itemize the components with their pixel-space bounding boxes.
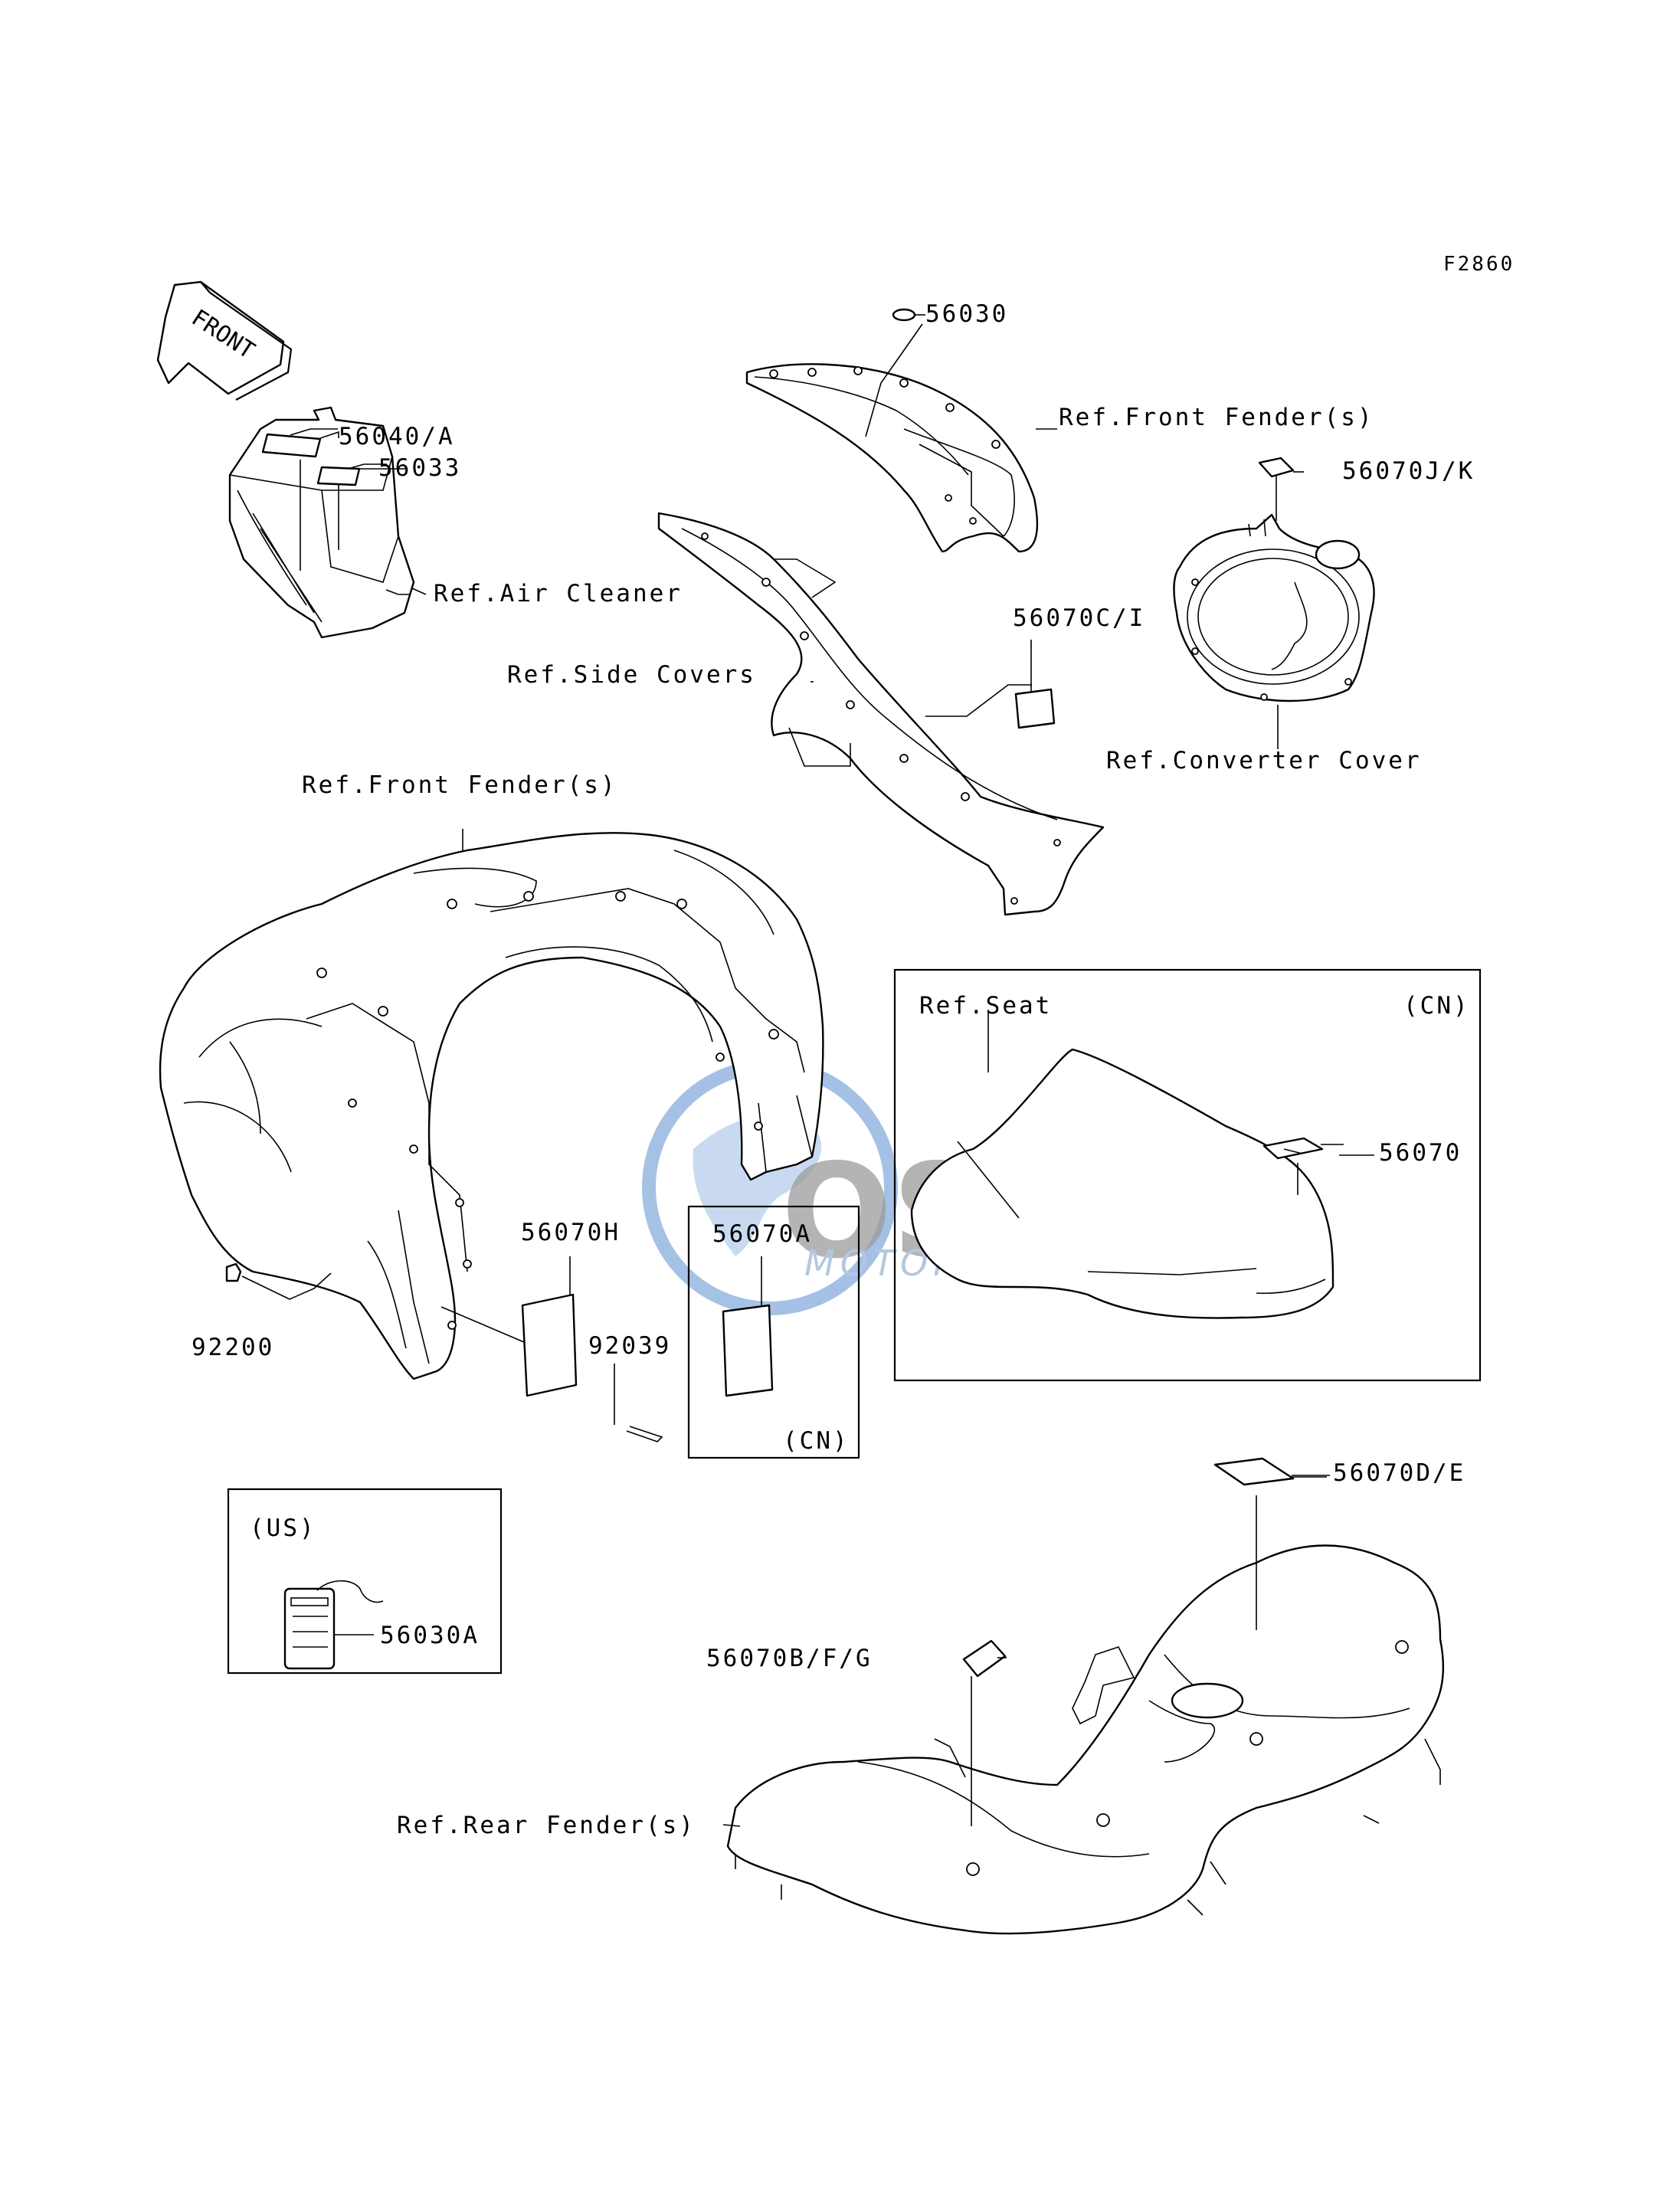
front-fender-main-drawing [159,829,824,1442]
side-covers-drawing [657,512,1105,916]
part-56030-label: 56030 [925,300,1009,328]
converter-cover-drawing [1173,457,1375,749]
cn-56070a-box [687,1205,860,1459]
tag-56030a-drawing [283,1580,384,1670]
part-56070de-label: 56070D/E [1333,1459,1466,1487]
part-56033-label: 56033 [378,454,462,482]
part-56070a-label: 56070A [712,1220,812,1248]
part-56070bfg-label: 56070B/F/G [706,1645,873,1672]
ref-front-fender-main-label: Ref.Front Fender(s) [302,771,617,799]
us-label: (US) [250,1514,316,1542]
part-56040a-label: 56040/A [339,423,455,450]
part-56070jk-label: 56070J/K [1342,457,1475,485]
ref-rear-fender-label: Ref.Rear Fender(s) [397,1812,696,1839]
ref-side-covers-label: Ref.Side Covers [507,661,756,689]
seat-drawing [910,1010,1344,1319]
us-56030a-box [227,1488,503,1675]
part-56070h-label: 56070H [521,1219,621,1246]
ref-air-cleaner-label: Ref.Air Cleaner [434,580,683,607]
leader-lines [319,428,1374,1476]
part-56030a-label: 56030A [380,1622,480,1649]
diagram-code: F2860 [1443,253,1515,276]
ref-seat-label: Ref.Seat [919,992,1053,1020]
cn-seat-box [893,968,1482,1382]
rear-fender-drawing [722,1457,1445,1935]
front-direction-arrow: FRONT [156,280,293,401]
cn-seat-label: (CN) [1403,992,1470,1020]
ref-converter-cover-label: Ref.Converter Cover [1106,747,1422,774]
part-92039-label: 92039 [588,1332,672,1360]
front-fender-top-drawing [745,308,1039,553]
part-56070-label: 56070 [1379,1139,1462,1167]
ref-front-fender-top-label: Ref.Front Fender(s) [1059,404,1374,431]
part-92200-label: 92200 [192,1334,275,1361]
cn-56070a-label: (CN) [783,1427,850,1455]
air-cleaner-drawing [228,406,415,639]
label-56070a-drawing [722,1256,774,1397]
part-56070ci-label: 56070C/I [1013,604,1146,632]
